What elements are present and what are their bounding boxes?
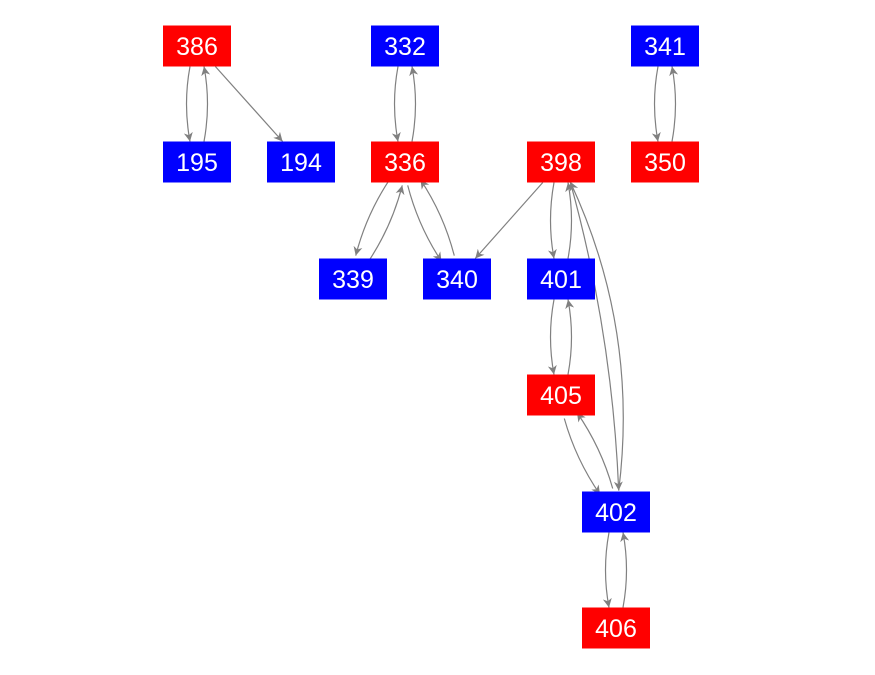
edge-350-to-341 bbox=[669, 66, 679, 142]
node-label: 402 bbox=[595, 499, 637, 527]
node-label: 401 bbox=[540, 266, 582, 294]
node-402[interactable]: 402 bbox=[582, 491, 650, 533]
node-box bbox=[527, 258, 595, 300]
node-box bbox=[631, 141, 699, 183]
node-box bbox=[371, 141, 439, 183]
edge-340-to-336 bbox=[420, 179, 455, 256]
node-box bbox=[423, 258, 491, 300]
edge-332-to-336 bbox=[391, 66, 401, 142]
edge-341-to-350 bbox=[651, 66, 661, 142]
node-401[interactable]: 401 bbox=[527, 258, 595, 300]
node-box bbox=[371, 25, 439, 67]
node-340[interactable]: 340 bbox=[423, 258, 491, 300]
node-339[interactable]: 339 bbox=[319, 258, 387, 300]
node-194[interactable]: 194 bbox=[267, 141, 335, 183]
node-box bbox=[582, 607, 650, 649]
edge-401-to-405 bbox=[547, 299, 557, 375]
node-box bbox=[163, 25, 231, 67]
node-label: 332 bbox=[384, 33, 426, 61]
node-405[interactable]: 405 bbox=[527, 374, 595, 416]
edge-401-to-398 bbox=[565, 182, 575, 259]
node-label: 340 bbox=[436, 266, 478, 294]
node-label: 386 bbox=[176, 33, 218, 61]
edge-339-to-336 bbox=[368, 185, 405, 262]
node-332[interactable]: 332 bbox=[371, 25, 439, 67]
edge-402-to-406 bbox=[602, 532, 612, 608]
node-350[interactable]: 350 bbox=[631, 141, 699, 183]
edge-402-to-398 bbox=[569, 181, 624, 491]
edge-195-to-386 bbox=[201, 66, 211, 142]
node-336[interactable]: 336 bbox=[371, 141, 439, 183]
edges-layer bbox=[183, 66, 679, 608]
node-label: 405 bbox=[540, 382, 582, 410]
node-box bbox=[267, 141, 335, 183]
node-398[interactable]: 398 bbox=[527, 141, 595, 183]
edge-336-to-340 bbox=[407, 185, 442, 262]
edge-406-to-402 bbox=[620, 532, 630, 608]
node-box bbox=[527, 374, 595, 416]
node-box bbox=[527, 141, 595, 183]
edge-336-to-339 bbox=[353, 179, 390, 256]
node-406[interactable]: 406 bbox=[582, 607, 650, 649]
edge-386-to-195 bbox=[183, 66, 193, 142]
edge-405-to-402 bbox=[563, 418, 601, 495]
node-label: 398 bbox=[540, 149, 582, 177]
node-label: 339 bbox=[332, 266, 374, 294]
edge-398-to-402 bbox=[569, 181, 623, 491]
node-label: 336 bbox=[384, 149, 426, 177]
node-label: 350 bbox=[644, 149, 686, 177]
node-box bbox=[163, 141, 231, 183]
edge-405-to-401 bbox=[565, 299, 575, 375]
node-box bbox=[319, 258, 387, 300]
edge-398-to-401 bbox=[547, 182, 557, 259]
node-box bbox=[582, 491, 650, 533]
edge-402-to-405 bbox=[576, 412, 614, 489]
edge-336-to-332 bbox=[409, 66, 419, 142]
nodes-layer: 386 332 341 195 194 336 398 350 339 340 401 405 402 4… bbox=[163, 25, 699, 649]
edge-398-to-340 bbox=[474, 182, 544, 259]
node-label: 341 bbox=[644, 33, 686, 61]
node-386[interactable]: 386 bbox=[163, 25, 231, 67]
edge-386-to-194 bbox=[214, 66, 284, 142]
node-box bbox=[631, 25, 699, 67]
node-label: 195 bbox=[176, 149, 218, 177]
node-195[interactable]: 195 bbox=[163, 141, 231, 183]
node-341[interactable]: 341 bbox=[631, 25, 699, 67]
node-label: 406 bbox=[595, 615, 637, 643]
node-label: 194 bbox=[280, 149, 322, 177]
